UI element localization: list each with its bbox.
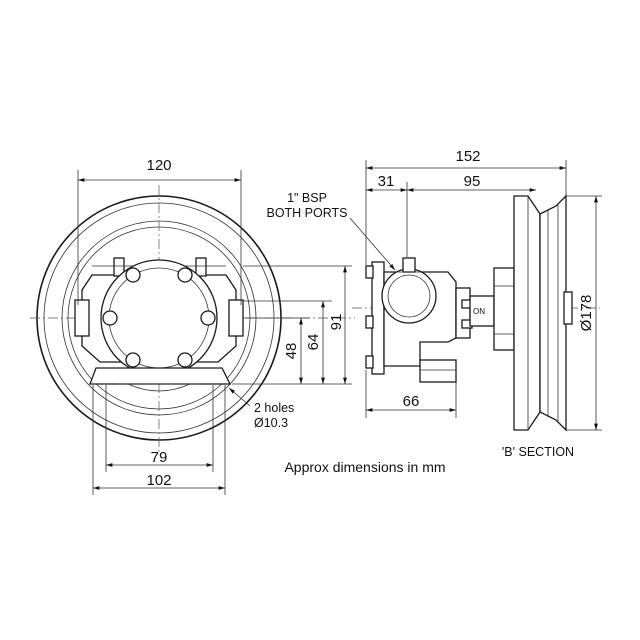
ports-note-1: 1" BSP [287,191,327,205]
pump-ear-left [74,299,90,337]
dim-95: 95 [464,173,481,190]
pulley-side [513,195,541,431]
holes-note-1: 2 holes [254,401,294,415]
front-view: 120 79 102 48 64 91 2 holes Ø10.3 [30,157,355,495]
ports-note-2: BOTH PORTS [266,206,347,220]
port-outer [381,268,437,324]
port-inner [387,274,431,318]
side-view: ON 152 31 95 1" BSP BOTH PORTS 66 [266,148,602,459]
section-label: 'B' SECTION [502,445,574,459]
clutch-block [455,287,471,339]
dim-31: 31 [378,173,395,190]
dim-178: Ø178 [578,295,595,332]
holes-leader [228,387,251,407]
cover-plate [100,259,218,377]
pump-flange [371,261,385,375]
dim-66: 66 [403,393,420,410]
pump-ear-right [228,299,244,337]
on-label: ON [473,307,485,316]
caption: Approx dimensions in mm [284,459,445,475]
holes-note-2: Ø10.3 [254,416,288,430]
dim-152: 152 [455,148,480,165]
dim-102: 102 [146,472,171,489]
cover-bolts [102,267,216,368]
dim-120: 120 [146,157,171,174]
dim-64: 64 [305,334,322,351]
dim-48: 48 [283,343,300,360]
stud-right [195,257,207,277]
mounting-base [89,367,232,385]
dim-79: 79 [151,449,168,466]
ports-leader [349,217,396,271]
dim-91: 91 [328,314,345,331]
